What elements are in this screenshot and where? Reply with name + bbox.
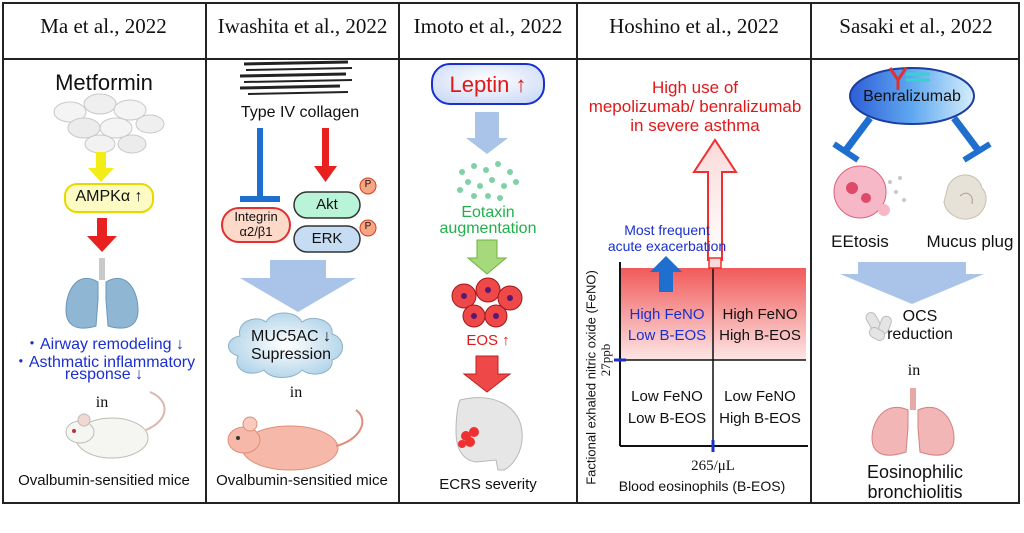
header-imoto: Imoto et al., 2022: [413, 14, 563, 38]
nude-mouse-icon: [227, 409, 364, 471]
hoshino-title-2: mepolizumab/ benralizumab: [588, 97, 802, 116]
outcome-label-1: Eosinophilic: [866, 462, 964, 482]
in-label-sasaki: in: [907, 362, 921, 379]
red-arrow-ma: [87, 218, 117, 252]
exacerbation-label-1: Most frequent: [624, 222, 710, 238]
benralizumab-box: [849, 67, 975, 125]
quadrant-br-line-2: High B-EOS: [719, 410, 801, 427]
effect-line-3: response ↓: [64, 366, 144, 383]
quadrant-bl-line-1: Low FeNO: [631, 388, 703, 405]
eotaxin-label-1: Eotaxin: [461, 204, 515, 221]
leptin-box: [431, 63, 545, 105]
yellow-arrow: [88, 152, 114, 182]
down-arrow-leptin: [466, 112, 508, 154]
phospho-badge-erk: [359, 219, 377, 237]
down-arrow-sasaki: [840, 262, 984, 304]
mucus-plug-icon: [943, 174, 987, 220]
antibody-icon: [888, 67, 930, 90]
phospho-badge-akt: [359, 177, 377, 195]
ampk-box: [64, 183, 154, 213]
collagen-label: Type IV collagen: [240, 104, 360, 121]
mucus-plug-label: Mucus plug: [926, 232, 1014, 251]
phospho-label-erk: P: [364, 221, 372, 232]
model-label-ma: Ovalbumin-sensitied mice: [18, 472, 190, 489]
header-sasaki: Sasaki et al., 2022: [839, 14, 993, 38]
column-divider-1: [205, 2, 207, 504]
akt-box: [293, 191, 361, 219]
ampk-label: AMPKα ↑: [75, 188, 143, 205]
quadrant-tl-line-2: Low B-EOS: [627, 327, 707, 344]
erk-label: ERK: [311, 230, 343, 247]
model-label-iwashita: Ovalbumin-sensitied mice: [216, 472, 388, 489]
red-arrow-iwashita: [314, 128, 337, 182]
eotaxin-label-2: augmentation: [439, 220, 537, 237]
metformin-pills: [53, 93, 165, 154]
ocs-pills-icon: [865, 312, 892, 341]
in-label-ma: in: [95, 394, 109, 411]
header-divider: [2, 58, 1020, 60]
suppression-label: Supression: [250, 346, 332, 363]
outcome-label-2: bronchiolitis: [867, 482, 963, 502]
exacerbation-label-2: acute exacerbation: [607, 238, 727, 254]
ocs-label-1: OCS: [902, 308, 938, 325]
diagram-graphics: [53, 60, 992, 471]
effect-line-2: ・Asthmatic inflammatory: [12, 354, 196, 371]
quadrant-tl-line-1: High FeNO: [629, 306, 705, 323]
ocs-label-2: reduction: [887, 326, 953, 343]
metformin-label: Metformin: [55, 70, 153, 95]
effect-line-1: ・Airway remodeling ↓: [23, 336, 185, 353]
up-arrow-base: [708, 257, 722, 269]
inhibit-arrow-right: [951, 115, 992, 163]
eetosis-label: EEtosis: [831, 232, 889, 251]
down-arrow-eos: [462, 355, 512, 393]
lungs-icon-sasaki: [871, 388, 955, 456]
integrin-label-2: α2/β1: [239, 224, 273, 239]
quadrant-br-line-1: Low FeNO: [724, 388, 796, 405]
phospho-label-akt: P: [364, 179, 372, 190]
integrin-box: [221, 207, 291, 243]
inhibit-arrow-iwashita: [240, 128, 280, 202]
hoshino-title-3: in severe asthma: [630, 116, 760, 135]
collagen-fibers-icon: [239, 60, 353, 95]
quadrant-tr-line-1: High FeNO: [722, 306, 798, 323]
eos-label: EOS ↑: [466, 332, 510, 349]
inhibit-arrow-left: [832, 115, 873, 163]
suppression-cloud: [228, 312, 343, 378]
integrin-label-1: Integrin: [234, 209, 278, 224]
column-divider-3: [576, 2, 578, 504]
mouse-icon: [65, 391, 166, 459]
hoshino-title-1: High use of: [652, 78, 738, 97]
up-arrow-red: [692, 138, 738, 261]
lungs-icon: [65, 258, 139, 329]
eetosis-cell-icon: [833, 165, 906, 219]
column-divider-4: [810, 2, 812, 504]
eotaxin-particles: [457, 161, 519, 201]
up-arrow-blue: [650, 256, 682, 292]
quadrant-tr-line-2: High B-EOS: [719, 327, 801, 344]
down-arrow-eotaxin: [466, 239, 508, 275]
in-label-iwashita: in: [289, 384, 303, 401]
muc5ac-label: MUC5AC ↓: [250, 328, 331, 345]
benralizumab-label: Benralizumab: [863, 88, 961, 105]
quadrant-bl-line-2: Low B-EOS: [627, 410, 707, 427]
figure-frame: [2, 2, 1020, 504]
x-threshold-label: 265/μL: [691, 458, 735, 474]
header-iwashita: Iwashita et al., 2022: [217, 14, 388, 38]
erk-box: [293, 225, 361, 253]
down-arrow-iwashita: [240, 260, 356, 312]
skull-icon: [455, 397, 523, 471]
eosinophil-cells: [451, 277, 523, 328]
header-hoshino: Hoshino et al., 2022: [609, 14, 779, 38]
column-divider-2: [398, 2, 400, 504]
header-ma: Ma et al., 2022: [40, 14, 167, 38]
akt-label: Akt: [316, 196, 338, 213]
x-axis-label: Blood eosinophils (B-EOS): [618, 478, 786, 494]
leptin-label: Leptin ↑: [449, 72, 527, 97]
y-threshold-label: 27ppb: [598, 343, 613, 377]
ecrs-label: ECRS severity: [439, 476, 537, 493]
